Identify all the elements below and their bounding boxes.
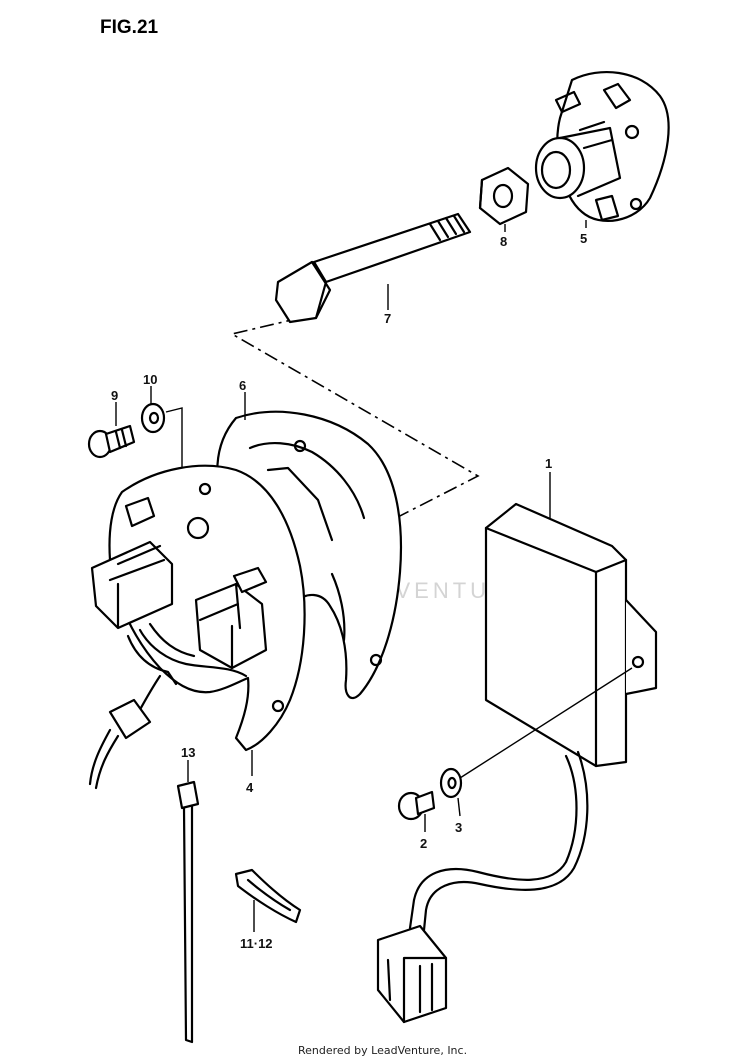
nut[interactable] — [478, 166, 530, 226]
screw-9[interactable] — [87, 424, 136, 459]
callout-2: 2 — [420, 836, 427, 851]
callout-7: 7 — [384, 311, 391, 326]
callout-3: 3 — [455, 820, 462, 835]
cable-tie[interactable] — [176, 780, 200, 1044]
callout-1: 1 — [545, 456, 552, 471]
callout-8: 8 — [500, 234, 507, 249]
cdi-unit[interactable] — [376, 502, 658, 1024]
clamp[interactable] — [234, 868, 302, 924]
callout-11-12: 11·12 — [240, 936, 273, 951]
callout-4: 4 — [246, 780, 254, 795]
stator-plate[interactable] — [88, 464, 306, 790]
alignment-line-bolt — [229, 317, 480, 521]
leader-3 — [457, 797, 461, 817]
figure-title: FIG.21 — [100, 17, 159, 38]
callout-13: 13 — [181, 745, 195, 760]
callout-5: 5 — [580, 231, 587, 246]
leader-3-to-cdi — [459, 667, 633, 779]
footer-credit: Rendered by LeadVenture, Inc. — [298, 1044, 467, 1057]
washer-3[interactable] — [439, 767, 463, 799]
bolt[interactable] — [274, 212, 472, 324]
washer-10[interactable] — [140, 402, 166, 434]
screw-2[interactable] — [397, 790, 436, 821]
pickup-coil-assembly[interactable] — [534, 70, 670, 222]
callout-6: 6 — [239, 378, 246, 393]
callout-9: 9 — [111, 388, 118, 403]
callout-10: 10 — [143, 372, 157, 387]
